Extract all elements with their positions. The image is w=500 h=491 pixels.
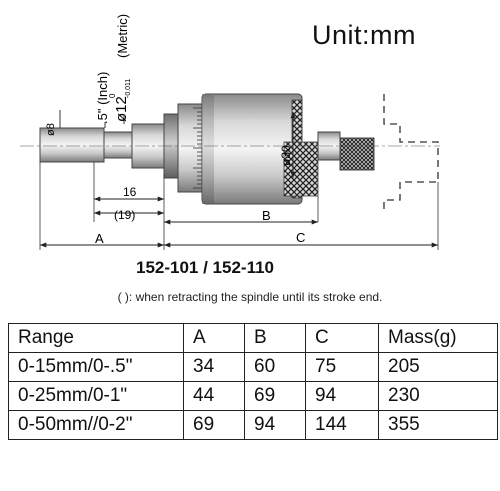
metric-dia-label: ø12 — [113, 96, 130, 122]
sleeve-scale — [177, 103, 203, 193]
metric-tol-lower: -0.011 — [125, 79, 132, 98]
dim-a-label: A — [95, 231, 104, 246]
cell-b: 60 — [244, 352, 306, 382]
cell-a: 44 — [183, 381, 245, 411]
cell-a: 34 — [183, 352, 245, 382]
table-row: 0-25mm/0-1" 44 69 94 230 — [8, 381, 498, 411]
unit-label: Unit:mm — [312, 20, 416, 50]
spec-table: Range A B C Mass(g) 0-15mm/0-.5" 34 60 7… — [8, 323, 498, 440]
dim-b-label: B — [262, 208, 271, 223]
inch-dia-label: .5" (Inch) — [95, 72, 110, 124]
header-c: C — [305, 323, 379, 353]
cell-c: 94 — [305, 381, 379, 411]
model-number: 152-101 / 152-110 — [135, 258, 274, 277]
shaft-dia-label: ø8 — [45, 123, 57, 136]
micrometer-head-drawing: ø8 .5" (Inch) ø12 0 -0.011 (Metric) ø30 … — [20, 14, 440, 250]
ratchet — [317, 131, 375, 171]
footnote: ( ): when retracting the spindle until i… — [117, 290, 383, 304]
cell-mass: 355 — [378, 410, 498, 440]
stroke-end-outline — [383, 94, 439, 214]
cell-range: 0-15mm/0-.5" — [8, 352, 184, 382]
header-range: Range — [8, 323, 184, 353]
dim-16-label: 16 — [123, 185, 137, 199]
header-mass: Mass(g) — [378, 323, 498, 353]
cell-a: 69 — [183, 410, 245, 440]
cell-mass: 230 — [378, 381, 498, 411]
table-header-row: Range A B C Mass(g) — [8, 323, 498, 353]
dim-c-label: C — [296, 230, 305, 245]
cell-c: 75 — [305, 352, 379, 382]
metric-label: (Metric) — [115, 14, 130, 58]
spindle — [39, 127, 133, 163]
cell-b: 94 — [244, 410, 306, 440]
thimble — [201, 93, 319, 205]
table-row: 0-15mm/0-.5" 34 60 75 205 — [8, 352, 498, 382]
header-a: A — [183, 323, 245, 353]
cell-c: 144 — [305, 410, 379, 440]
cell-mass: 205 — [378, 352, 498, 382]
thimble-dia-label: ø30 — [279, 145, 293, 166]
metric-tol-upper: 0 — [108, 93, 117, 98]
table-row: 0-50mm//0-2" 69 94 144 355 — [8, 410, 498, 440]
cell-range: 0-50mm//0-2" — [8, 410, 184, 440]
cell-b: 69 — [244, 381, 306, 411]
thimble-knurl — [283, 141, 319, 197]
cell-range: 0-25mm/0-1" — [8, 381, 184, 411]
scale-ticks — [193, 107, 202, 189]
header-b: B — [244, 323, 306, 353]
dim-19-label: (19) — [114, 208, 135, 222]
